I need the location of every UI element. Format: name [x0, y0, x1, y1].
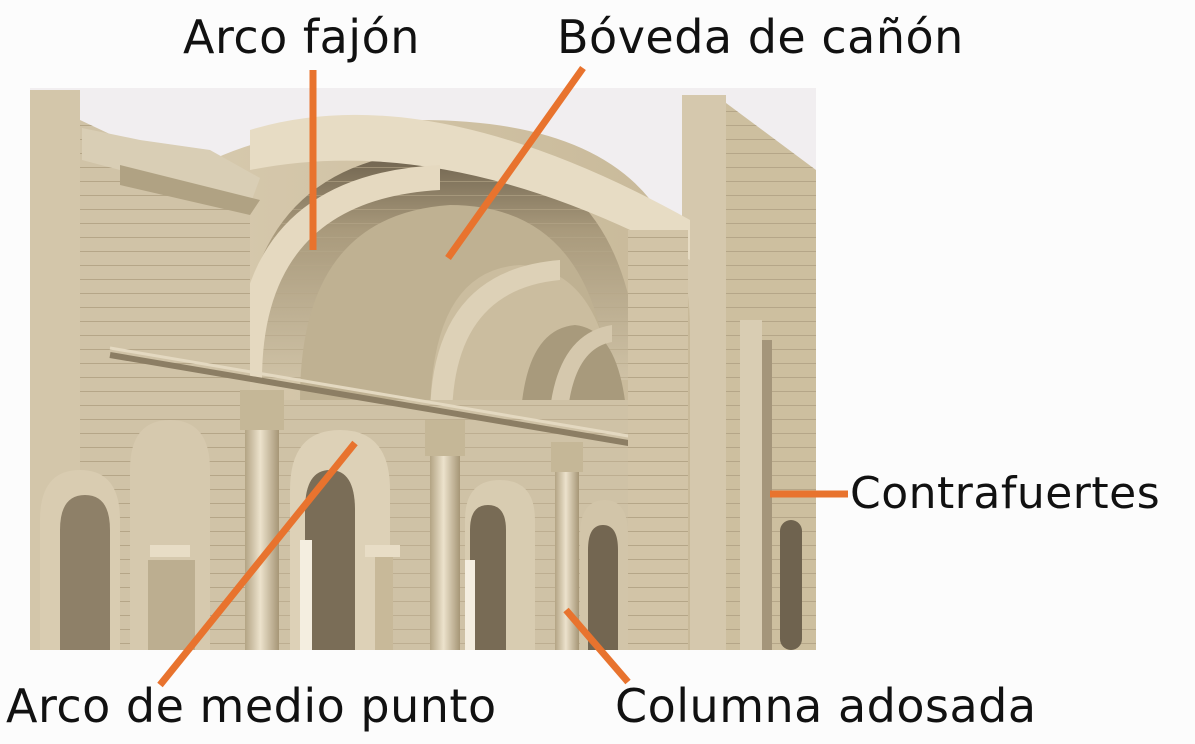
- leader-lines: [157, 65, 848, 688]
- label-boveda-de-canon: Bóveda de cañón: [557, 10, 964, 64]
- label-columna-adosada: Columna adosada: [615, 679, 1037, 733]
- leader-line-medio-punto: [157, 440, 358, 688]
- buttress-wall: [682, 95, 816, 650]
- label-arco-fajon: Arco fajón: [183, 10, 420, 64]
- roof-fragment: [82, 128, 260, 215]
- label-arco-de-medio-punto: Arco de medio punto: [6, 679, 497, 733]
- leader-line-columna: [563, 607, 631, 685]
- left-wall: [30, 90, 250, 650]
- leader-line-boveda: [445, 65, 586, 261]
- label-contrafuertes: Contrafuertes: [850, 468, 1161, 519]
- front-pier-courses: [628, 230, 688, 650]
